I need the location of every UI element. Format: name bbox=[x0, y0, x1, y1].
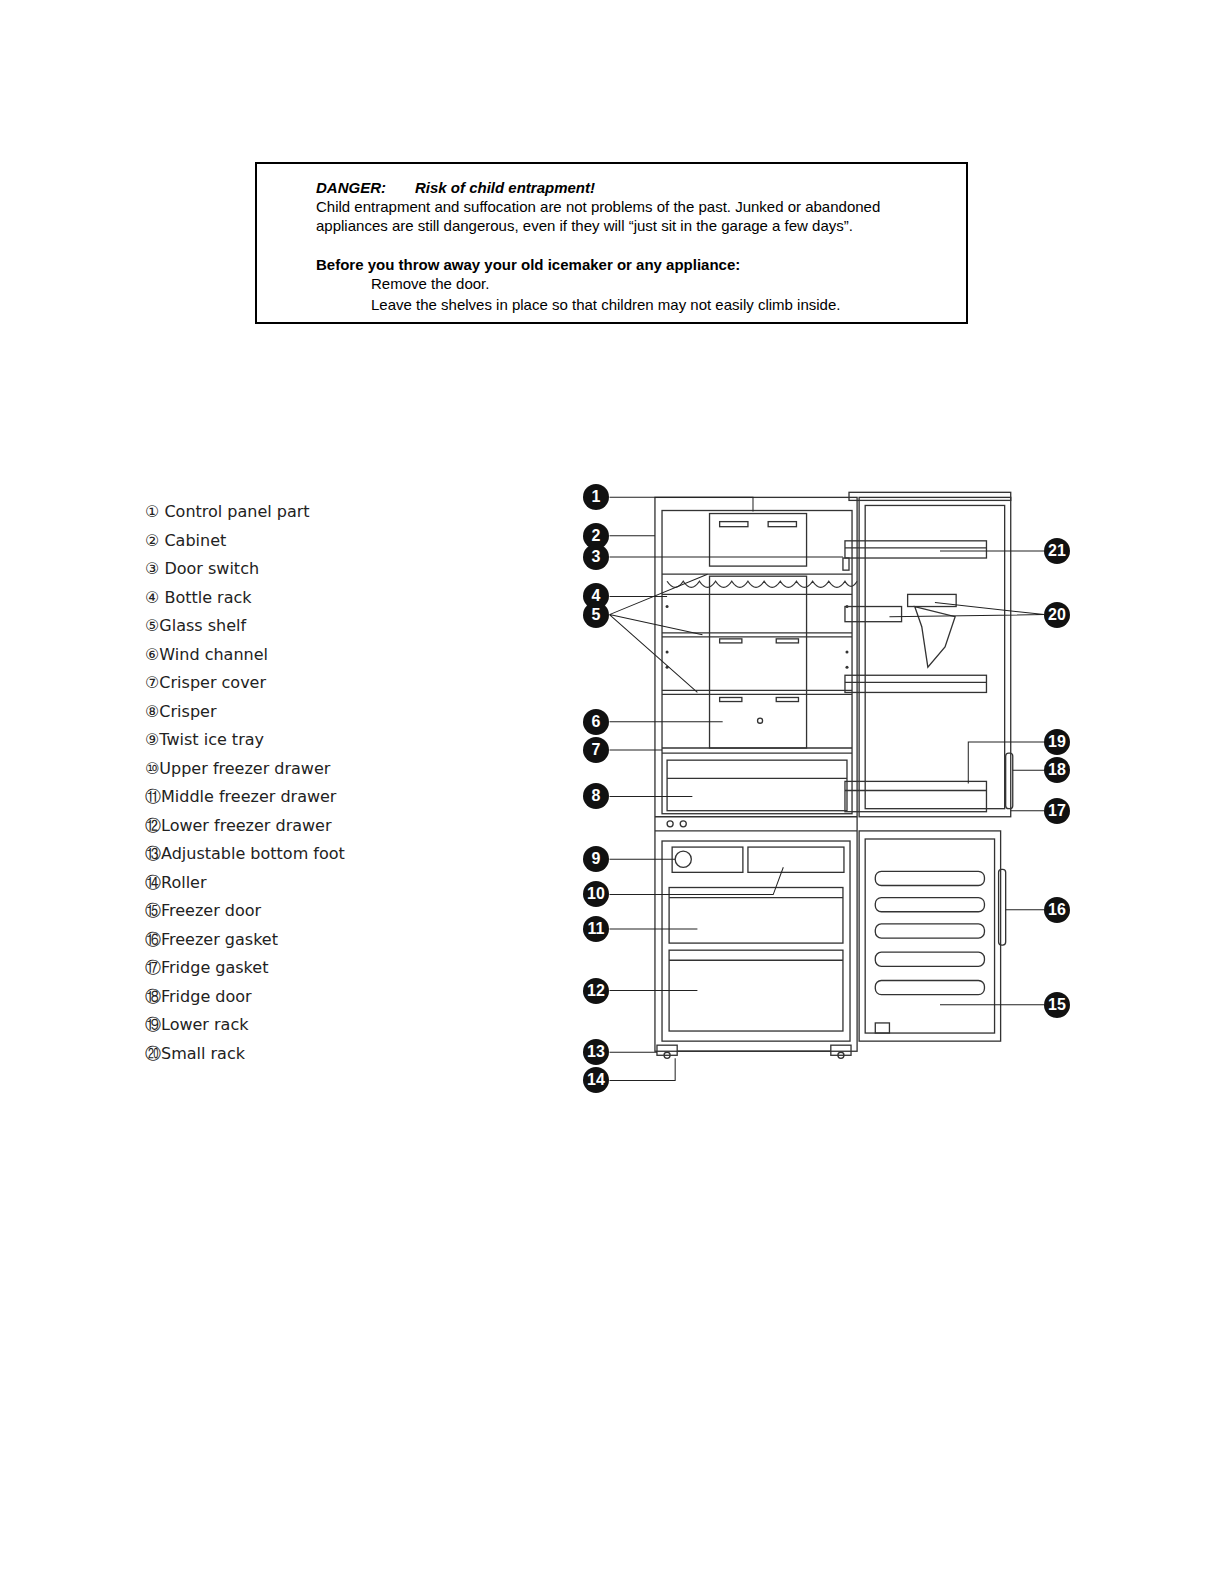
part-name: ⑳Small rack bbox=[145, 1044, 245, 1065]
callout-number: 15 bbox=[1044, 992, 1070, 1018]
part-name: ⑥Wind channel bbox=[145, 645, 268, 664]
callout-number: 18 bbox=[1044, 757, 1070, 783]
callout-text: 7 bbox=[592, 741, 601, 759]
part-name: ⑪Middle freezer drawer bbox=[145, 787, 336, 808]
part-name: ① Control panel part bbox=[145, 502, 310, 521]
callout-text: 9 bbox=[592, 850, 601, 868]
callout-number: 7 bbox=[583, 737, 609, 763]
warning-text: Child entrapment and suffocation are not… bbox=[316, 197, 936, 235]
warning-heading: DANGER: bbox=[316, 178, 386, 197]
part-name: ⑭Roller bbox=[145, 873, 207, 894]
callout-text: 3 bbox=[592, 548, 601, 566]
part-name: ④ Bottle rack bbox=[145, 588, 252, 607]
callout-text: 17 bbox=[1048, 802, 1066, 820]
part-name: ⑧Crisper bbox=[145, 702, 216, 721]
callout-number: 21 bbox=[1044, 538, 1070, 564]
callout-number: 8 bbox=[583, 783, 609, 809]
part-name: ⑬Adjustable bottom foot bbox=[145, 844, 345, 865]
callout-text: 10 bbox=[587, 885, 605, 903]
callout-text: 18 bbox=[1048, 761, 1066, 779]
part-name: ⑩Upper freezer drawer bbox=[145, 759, 330, 778]
callout-number: 3 bbox=[583, 544, 609, 570]
callout-text: 19 bbox=[1048, 733, 1066, 751]
callout-number: 14 bbox=[583, 1067, 609, 1093]
part-name: ③ Door switch bbox=[145, 559, 259, 578]
callout-number: 1 bbox=[583, 484, 609, 510]
part-name: ⑲Lower rack bbox=[145, 1015, 248, 1036]
callout-text: 20 bbox=[1048, 606, 1066, 624]
callout-text: 2 bbox=[592, 527, 601, 545]
callout-number: 11 bbox=[583, 916, 609, 942]
callout-number: 17 bbox=[1044, 798, 1070, 824]
callout-text: 21 bbox=[1048, 542, 1066, 560]
callout-number: 13 bbox=[583, 1039, 609, 1065]
warning-box: DANGER: Risk of child entrapment!Child en… bbox=[255, 162, 968, 324]
callout-text: 13 bbox=[587, 1043, 605, 1061]
callout-text: 5 bbox=[592, 606, 601, 624]
part-name: ⑤Glass shelf bbox=[145, 616, 246, 635]
callout-text: 12 bbox=[587, 982, 605, 1000]
warning-text: Before you throw away your old icemaker … bbox=[316, 255, 740, 274]
part-name: ⑫Lower freezer drawer bbox=[145, 816, 332, 837]
callout-number: 19 bbox=[1044, 729, 1070, 755]
callout-text: 6 bbox=[592, 713, 601, 731]
callout-number: 20 bbox=[1044, 602, 1070, 628]
warning-text: Leave the shelves in place so that child… bbox=[371, 295, 840, 314]
callout-text: 14 bbox=[587, 1071, 605, 1089]
part-name: ⑨Twist ice tray bbox=[145, 730, 264, 749]
callout-text: 11 bbox=[588, 920, 605, 938]
part-name: ② Cabinet bbox=[145, 531, 226, 550]
callout-number: 12 bbox=[583, 978, 609, 1004]
part-name: ⑰Fridge gasket bbox=[145, 958, 268, 979]
callout-number: 16 bbox=[1044, 897, 1070, 923]
part-name: ⑯Freezer gasket bbox=[145, 930, 278, 951]
callout-number: 5 bbox=[583, 602, 609, 628]
part-name: ⑱Fridge door bbox=[145, 987, 252, 1008]
part-name: ⑮Freezer door bbox=[145, 901, 261, 922]
callout-number: 10 bbox=[583, 881, 609, 907]
warning-text: Remove the door. bbox=[371, 274, 489, 293]
callout-text: 8 bbox=[592, 787, 601, 805]
callout-text: 1 bbox=[592, 488, 601, 506]
part-name: ⑦Crisper cover bbox=[145, 673, 266, 692]
callout-number: 9 bbox=[583, 846, 609, 872]
warning-heading: Risk of child entrapment! bbox=[415, 178, 595, 197]
callout-number: 6 bbox=[583, 709, 609, 735]
callout-text: 15 bbox=[1048, 996, 1066, 1014]
callout-text: 16 bbox=[1048, 901, 1066, 919]
